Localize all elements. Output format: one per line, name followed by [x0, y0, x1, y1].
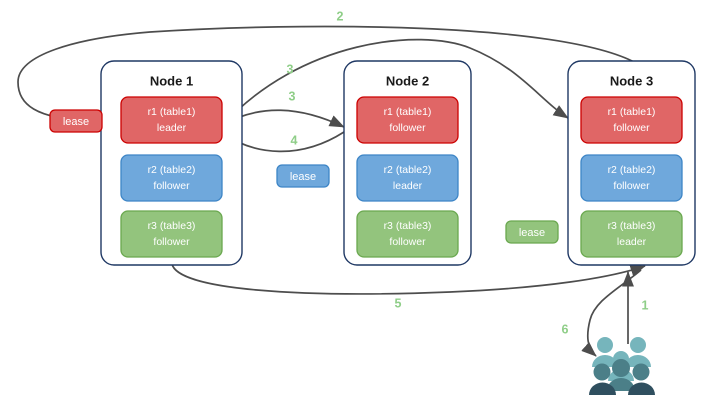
replica-n1r3[interactable]: r3 (table3) follower [120, 210, 223, 258]
n1r2-box [120, 154, 223, 202]
n1r1-name: r1 (table1) [148, 106, 196, 118]
replica-n2r2[interactable]: r2 (table2) leader [356, 154, 459, 202]
node-card-node1[interactable]: Node 1 r1 (table1) leader r2 (table2) fo… [100, 60, 243, 266]
n3r1-name: r1 (table1) [608, 106, 656, 118]
edge-5-path [171, 263, 646, 295]
n1r1-role: leader [157, 122, 187, 134]
edge-label-6: 6 [562, 322, 569, 336]
lease-r2-box [276, 164, 330, 188]
n3r1-role: follower [613, 122, 650, 134]
edge-label-3a: 3 [287, 62, 294, 76]
node3-title: Node 3 [610, 73, 653, 88]
n2r2-name: r2 (table2) [384, 164, 432, 176]
lease-r1-box [49, 109, 103, 133]
replica-n3r2[interactable]: r2 (table2) follower [580, 154, 683, 202]
n2r1-name: r1 (table1) [384, 106, 432, 118]
n2r2-role: leader [393, 180, 423, 192]
n1r2-name: r2 (table2) [148, 164, 196, 176]
lease-badge-r3[interactable]: lease [505, 220, 559, 244]
edge-label-2: 2 [337, 9, 344, 23]
replica-n1r1[interactable]: r1 (table1) leader [120, 96, 223, 144]
lease-r3-label: lease [519, 227, 545, 239]
edge-label-4: 4 [291, 133, 298, 147]
lease-r1-label: lease [63, 116, 89, 128]
node1-title: Node 1 [150, 73, 193, 88]
n3r1-box [580, 96, 683, 144]
clients-icon [589, 337, 655, 395]
n2r3-name: r3 (table3) [384, 220, 432, 232]
n3r3-role: leader [617, 236, 647, 248]
node-card-node3[interactable]: Node 3 r1 (table1) follower r2 (table2) … [567, 60, 696, 266]
n3r3-name: r3 (table3) [608, 220, 656, 232]
lease-r3-box [505, 220, 559, 244]
edge-label-3b: 3 [289, 89, 296, 103]
n1r3-name: r3 (table3) [148, 220, 196, 232]
edge-label-1: 1 [642, 298, 649, 312]
n3r2-name: r2 (table2) [608, 164, 656, 176]
n1r1-box [120, 96, 223, 144]
n3r2-box [580, 154, 683, 202]
n1r3-role: follower [153, 236, 190, 248]
n1r3-box [120, 210, 223, 258]
replica-n2r3[interactable]: r3 (table3) follower [356, 210, 459, 258]
replica-n2r1[interactable]: r1 (table1) follower [356, 96, 459, 144]
n2r3-box [356, 210, 459, 258]
n2r2-box [356, 154, 459, 202]
edge-3a-path [221, 38, 569, 127]
n2r1-role: follower [389, 122, 426, 134]
replica-n3r3[interactable]: r3 (table3) leader [580, 210, 683, 258]
person-front-left [589, 363, 616, 395]
n1r2-role: follower [153, 180, 190, 192]
edge-label-5: 5 [395, 296, 402, 310]
node2-title: Node 2 [386, 73, 429, 88]
lease-r2-label: lease [290, 171, 316, 183]
n3r3-box [580, 210, 683, 258]
n2r3-role: follower [389, 236, 426, 248]
person-back-right [625, 337, 651, 367]
edge-6-path [581, 269, 642, 357]
lease-badge-r2[interactable]: lease [276, 164, 330, 188]
replica-n3r1[interactable]: r1 (table1) follower [580, 96, 683, 144]
node-card-node2[interactable]: Node 2 r1 (table1) follower r2 (table2) … [343, 60, 472, 266]
n3r2-role: follower [613, 180, 650, 192]
edge-2-path [17, 25, 637, 127]
person-front-center [607, 359, 635, 391]
replica-n1r2[interactable]: r2 (table2) follower [120, 154, 223, 202]
n2r1-box [356, 96, 459, 144]
lease-badge-r1[interactable]: lease [49, 109, 103, 133]
person-back-left [592, 337, 618, 367]
person-front-right [628, 363, 655, 395]
